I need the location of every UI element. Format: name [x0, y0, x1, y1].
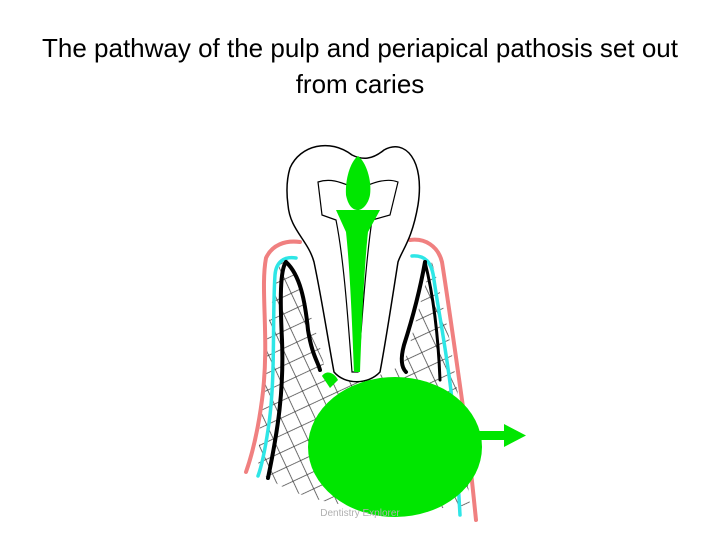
- gingiva-outline-left: [244, 239, 302, 474]
- bone-outline-left: [266, 260, 288, 480]
- periodontal-line-left: [256, 255, 298, 478]
- bone-crest-left: [284, 260, 322, 372]
- slide-title: The pathway of the pulp and periapical p…: [42, 33, 678, 99]
- infected-pulp-canal: [336, 210, 380, 372]
- arrow-right-icon: [478, 424, 526, 447]
- bone-outline-right: [399, 260, 427, 374]
- caries-lesion: [345, 156, 371, 210]
- apical-spread-left: [322, 372, 338, 388]
- watermark: Dentistry Explorer: [320, 508, 400, 519]
- periapical-lesion: [308, 377, 482, 517]
- bone-outline-right-outer: [423, 260, 442, 382]
